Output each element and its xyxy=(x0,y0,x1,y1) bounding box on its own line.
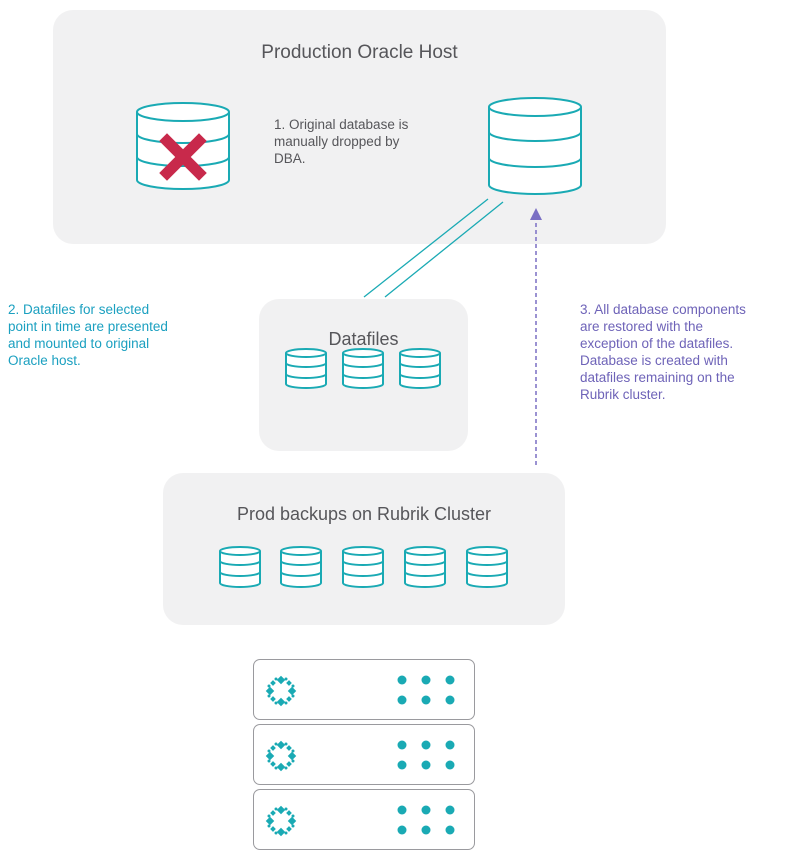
led-grid-icon xyxy=(397,740,455,770)
restore-note-line: 3. All database components xyxy=(580,302,746,317)
database-icon xyxy=(219,546,261,588)
mount-connector xyxy=(363,198,504,298)
database-icon xyxy=(466,546,508,588)
mount-note-line: 2. Datafiles for selected xyxy=(8,302,150,317)
server-node-1 xyxy=(253,659,475,720)
led-grid-icon xyxy=(397,675,455,705)
restored-database-icon xyxy=(488,97,582,195)
server-graphics xyxy=(265,805,455,837)
drop-note-line: manually dropped by xyxy=(274,134,400,149)
drop-note-line: 1. Original database is xyxy=(274,117,409,132)
datafiles-database-icons xyxy=(285,348,441,389)
restore-note-line: exception of the datafiles. xyxy=(580,336,734,351)
mount-note-line: point in time are presented xyxy=(8,319,168,334)
database-icon xyxy=(404,546,446,588)
server-node-2 xyxy=(253,724,475,785)
rubrik-logo-icon xyxy=(265,675,297,707)
mount-note: 2. Datafiles for selected point in time … xyxy=(8,301,168,369)
database-icon xyxy=(280,546,322,588)
restore-note: 3. All database components are restored … xyxy=(580,301,746,403)
rubrik-database-icons xyxy=(219,546,508,588)
server-graphics xyxy=(265,675,455,707)
database-icon xyxy=(342,348,384,389)
database-icon xyxy=(342,546,384,588)
mount-note-line: and mounted to original xyxy=(8,336,150,351)
restore-note-line: are restored with the xyxy=(580,319,704,334)
server-node-3 xyxy=(253,789,475,850)
led-grid-icon xyxy=(397,805,455,835)
restore-note-line: Database is created with xyxy=(580,353,728,368)
drop-note-line: DBA. xyxy=(274,151,306,166)
dropped-database-icon xyxy=(136,102,230,190)
restore-note-line: Rubrik cluster. xyxy=(580,387,666,402)
rubrik-logo-icon xyxy=(265,805,297,837)
server-graphics xyxy=(265,740,455,772)
datafiles-title: Datafiles xyxy=(328,329,399,349)
rubrik-logo-icon xyxy=(265,740,297,772)
drop-note: 1. Original database is manually dropped… xyxy=(274,116,408,167)
restore-note-line: datafiles remaining on the xyxy=(580,370,735,385)
database-icon xyxy=(285,348,327,389)
production-host-title: Production Oracle Host xyxy=(261,42,458,63)
dropped-x-icon xyxy=(159,133,207,181)
rubrik-cluster-title: Prod backups on Rubrik Cluster xyxy=(236,504,492,524)
database-icon xyxy=(399,348,441,389)
mount-note-line: Oracle host. xyxy=(8,353,81,368)
